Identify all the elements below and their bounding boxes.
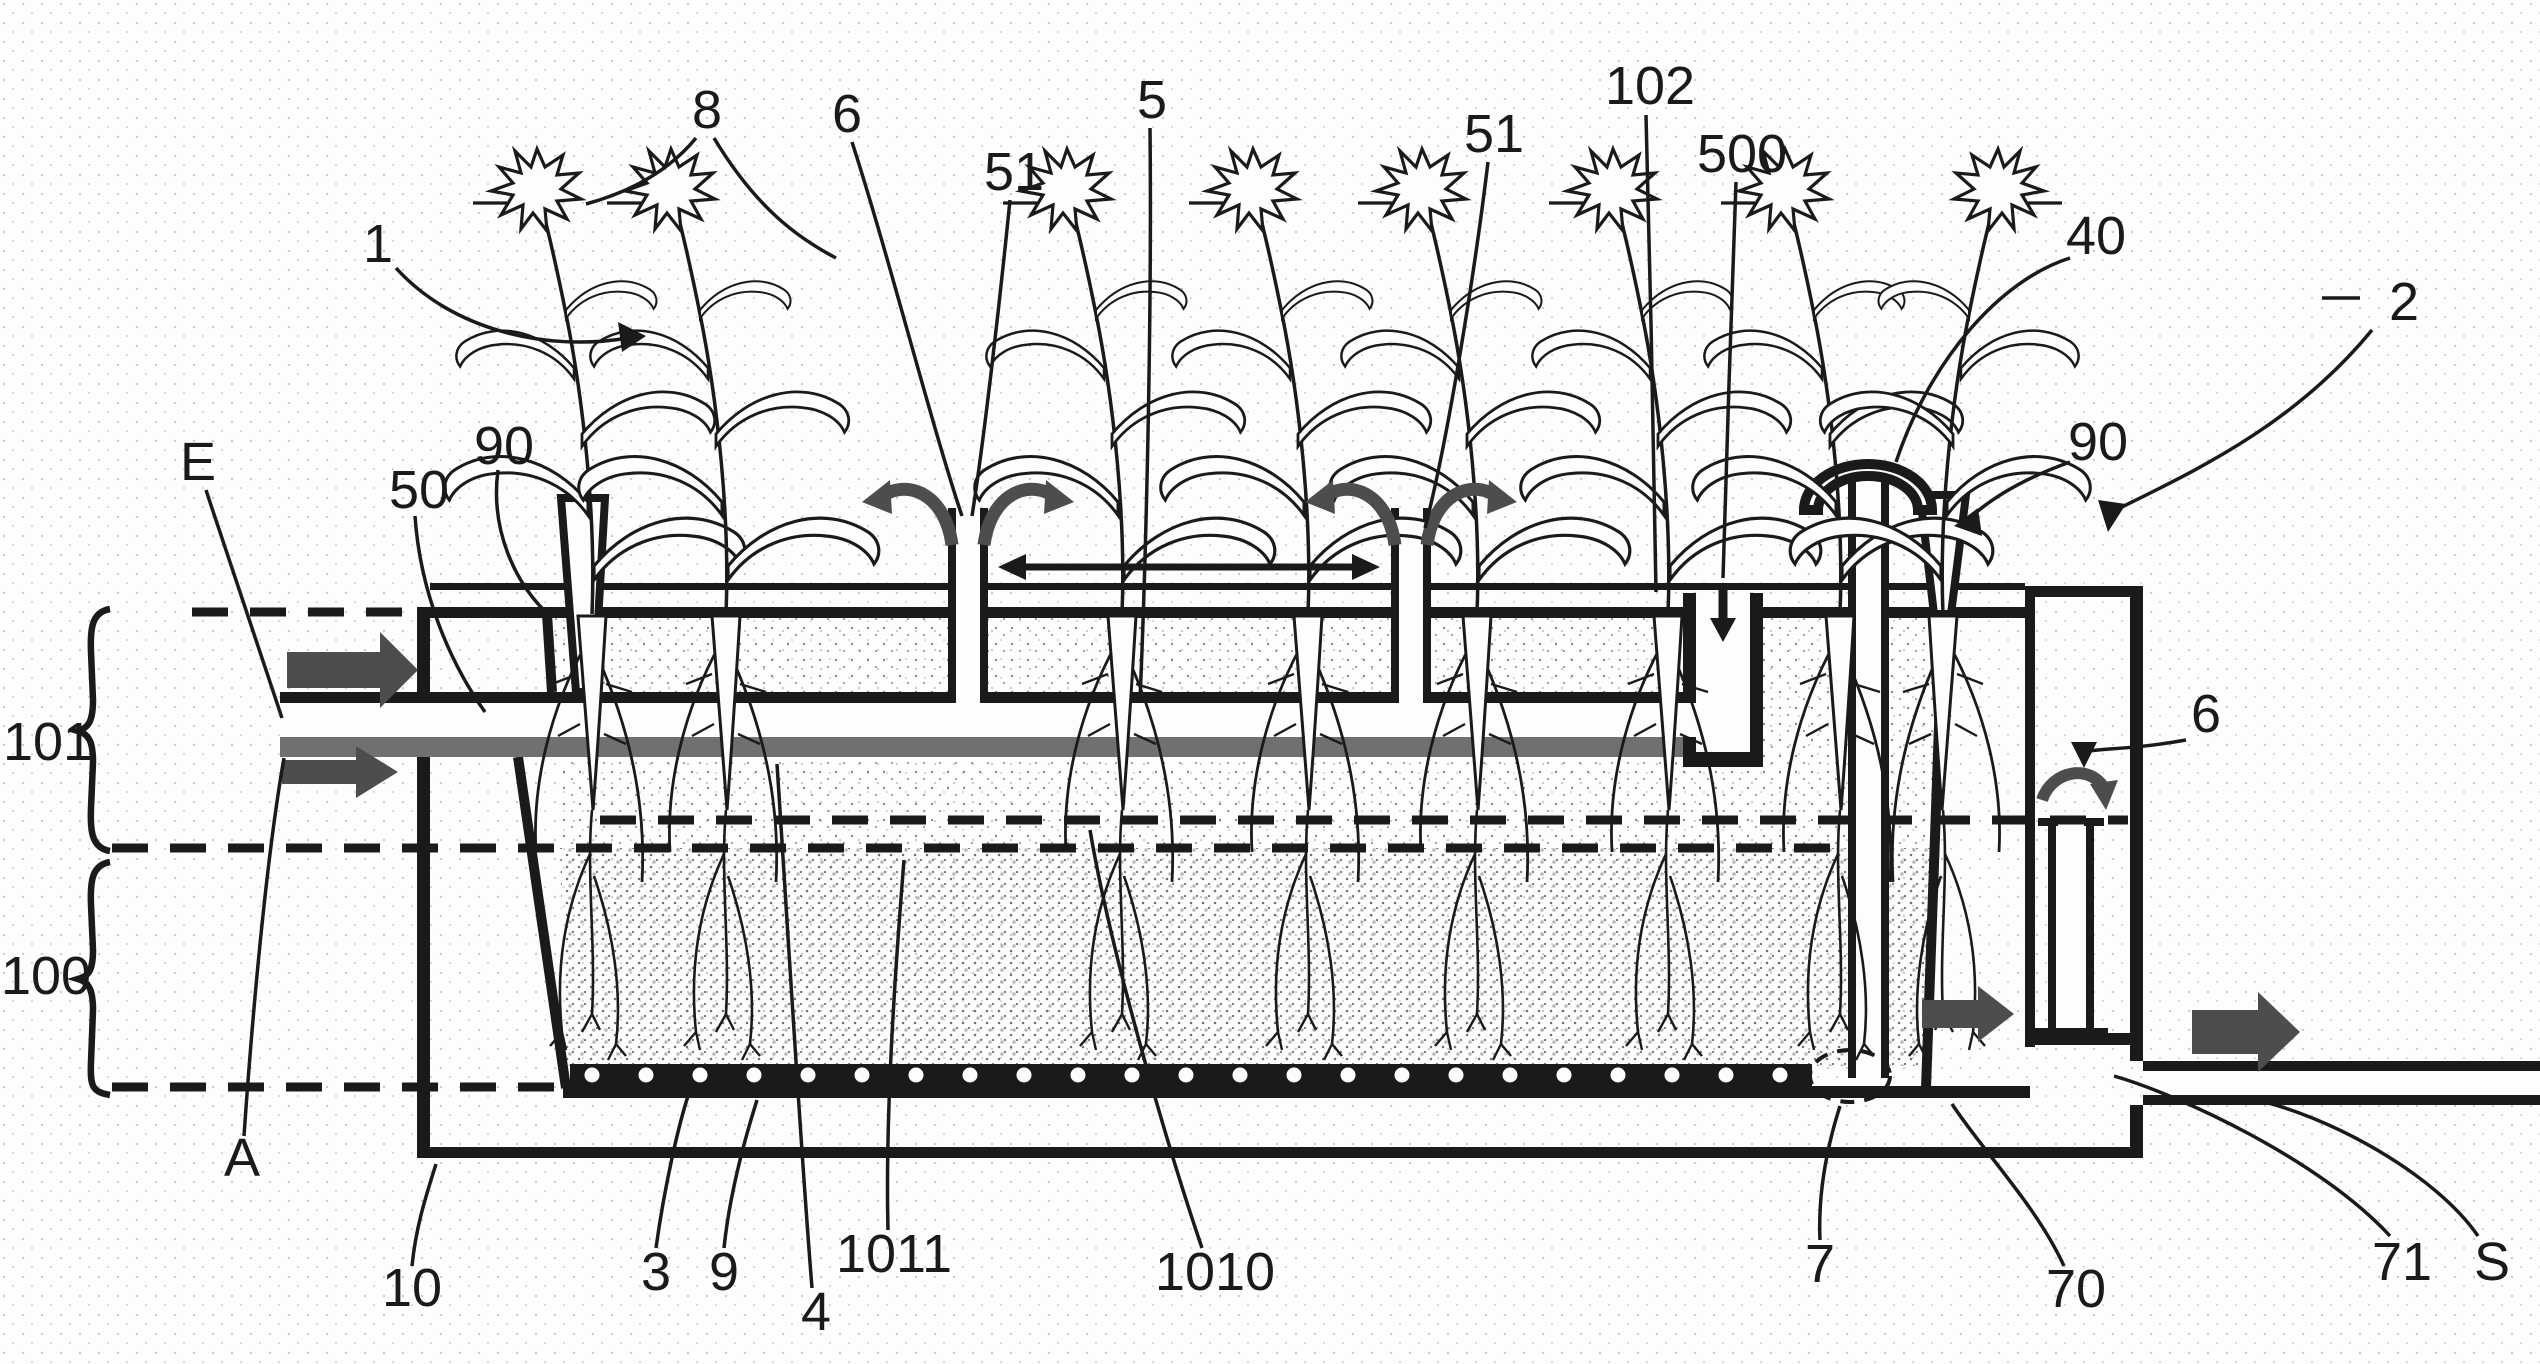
reference-labels: 1 E 101 100 A 10 50 90 8 6 51 5 51 102 5… [1, 56, 2510, 1342]
riser-right [1391, 508, 1431, 737]
outlet-flow-arrow [2192, 992, 2300, 1072]
label-E: E [180, 432, 216, 492]
tank-left-wall-lower [417, 757, 430, 1157]
chamber-right-wall-upper [2130, 586, 2143, 1061]
label-71: 71 [2372, 1232, 2432, 1292]
inlet-flow-arrow [287, 632, 418, 708]
label-9: 9 [709, 1242, 739, 1302]
water-level-lines [112, 607, 2128, 1092]
label-2: 2 [2389, 272, 2419, 332]
basin-left-wall [513, 756, 571, 1089]
label-A: A [224, 1128, 260, 1188]
chamber-right-wall-lower [2130, 1105, 2143, 1158]
flow-arrows [282, 480, 2300, 1072]
label-1010: 1010 [1155, 1242, 1275, 1302]
label-1: 1 [363, 214, 393, 274]
overflow-chamber [2025, 586, 2540, 1158]
channel-to-chamber-arrow [1922, 986, 2014, 1042]
spray-arrows-right-riser [1305, 480, 1517, 547]
label-10: 10 [382, 1258, 442, 1318]
leader-lines [204, 114, 2480, 1289]
label-51-left: 51 [984, 142, 1044, 202]
label-500: 500 [1697, 124, 1787, 184]
label-50: 50 [389, 460, 449, 520]
label-5: 5 [1137, 70, 1167, 130]
basin-bottom-wall [563, 1086, 2030, 1098]
label-7: 7 [1805, 1234, 1835, 1294]
lower-inlet-arrow [282, 746, 398, 798]
brace-100 [66, 858, 111, 1099]
standpipe-71 [2034, 818, 2108, 1040]
riser-left [948, 508, 988, 737]
surface-line-thin [430, 583, 2025, 590]
drain-opening-circle [1808, 1048, 1892, 1104]
label-100: 100 [1, 946, 91, 1006]
overflow-curl-arrow [2036, 767, 2118, 810]
label-51-right: 51 [1464, 104, 1524, 164]
chamber-left-wall [2025, 586, 2035, 1047]
drop-arrow-500 [1710, 583, 1736, 642]
tank-left-wall-upper [417, 607, 430, 692]
spray-arrows-left-riser [862, 480, 1074, 547]
label-6-right: 6 [2191, 684, 2221, 744]
label-6-top: 6 [832, 84, 862, 144]
chamber-top [2025, 586, 2143, 597]
label-S: S [2474, 1232, 2510, 1292]
label-101: 101 [3, 712, 93, 772]
tank-bottom [417, 1147, 2143, 1158]
label-4: 4 [801, 1282, 831, 1342]
perforated-plate [570, 1064, 1812, 1086]
label-70: 70 [2046, 1259, 2106, 1319]
label-90-right: 90 [2068, 412, 2128, 472]
label-1011: 1011 [836, 1224, 952, 1284]
basin-rim-line [430, 607, 2025, 618]
outlet-pipe-S [2143, 1061, 2540, 1105]
label-3: 3 [641, 1242, 671, 1302]
basin-left-wall-top [542, 613, 557, 693]
zone-braces [66, 605, 111, 1099]
label-102: 102 [1605, 56, 1695, 116]
label-40: 40 [2066, 206, 2126, 266]
label-90-left: 90 [474, 416, 534, 476]
brace-101 [66, 605, 111, 855]
spread-double-arrow [998, 554, 1380, 580]
label-8: 8 [692, 80, 722, 140]
